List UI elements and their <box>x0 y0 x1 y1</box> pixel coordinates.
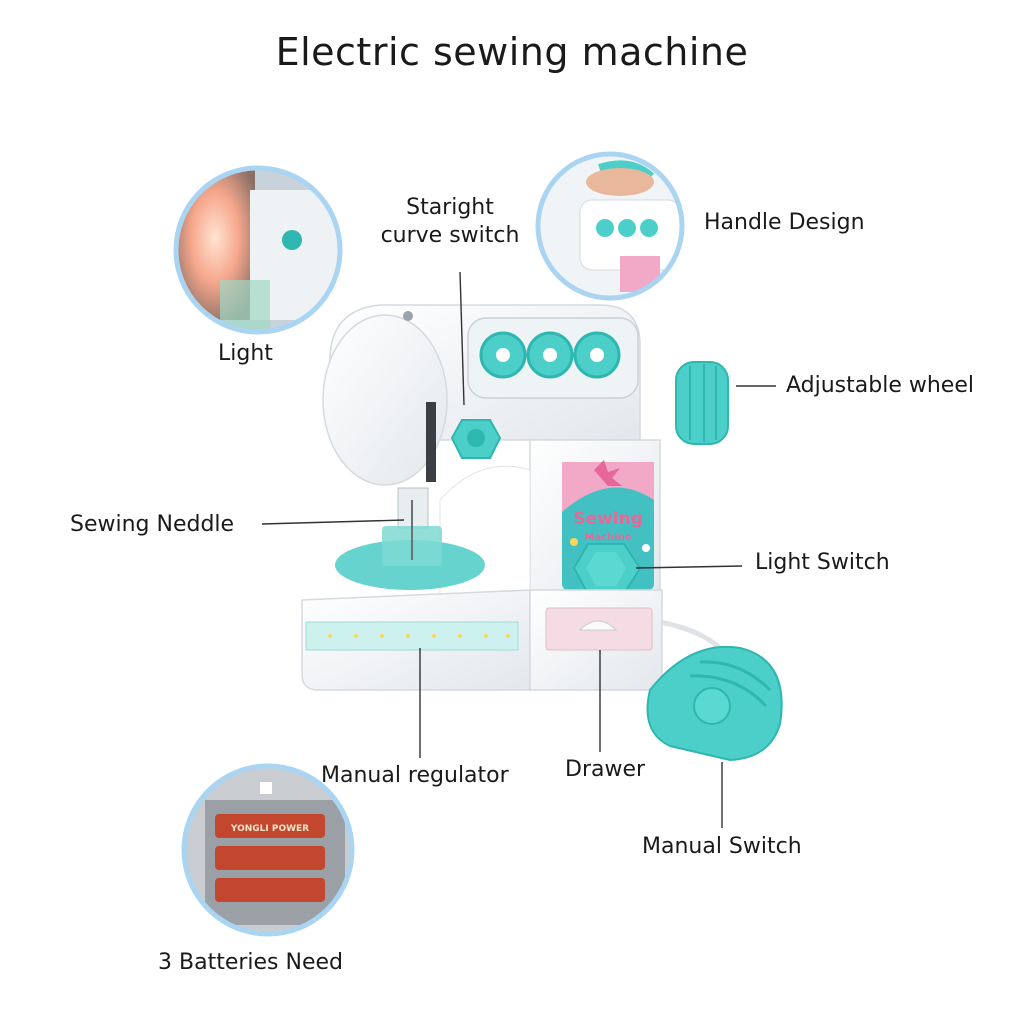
pedal-cable <box>659 619 722 650</box>
label-light: Light <box>218 341 273 366</box>
adjustable-wheel <box>675 361 729 445</box>
straight-curve-switch <box>426 402 502 482</box>
battery-label: YONGLI POWER <box>230 824 309 834</box>
manual-regulator-strip <box>305 621 519 651</box>
leader-light-switch <box>635 565 743 569</box>
label-drawer: Drawer <box>565 757 646 782</box>
decal-line2: Machine <box>584 532 631 543</box>
foot-pedal <box>646 646 783 762</box>
sewing-machine: Sewing Machine <box>301 304 783 762</box>
leader-straight-curve-switch <box>459 271 465 406</box>
head-screw <box>403 311 413 321</box>
label-straight-curve-switch: Staright curve switch <box>380 194 520 249</box>
label-straight-curve-switch-line1: Staright <box>406 195 494 220</box>
label-straight-curve-switch-line2: curve switch <box>380 222 520 248</box>
spools <box>479 331 621 379</box>
leader-lines <box>261 271 776 828</box>
inset-handle <box>535 151 685 301</box>
machine-head <box>322 314 448 486</box>
decal-line1: Sewing <box>573 509 643 529</box>
drawer <box>545 607 653 651</box>
label-sewing-needle: Sewing Neddle <box>70 512 235 537</box>
leader-sewing-needle <box>261 519 405 525</box>
inset-batteries: YONGLI POWER <box>181 763 355 937</box>
label-manual-regulator: Manual regulator <box>321 763 509 788</box>
label-light-switch: Light Switch <box>755 550 890 575</box>
label-batteries: 3 Batteries Need <box>158 950 343 975</box>
needle-assembly <box>382 487 442 566</box>
page-title: Electric sewing machine <box>275 30 749 74</box>
label-adjustable-wheel: Adjustable wheel <box>786 373 974 398</box>
light-switch-knob <box>572 543 642 595</box>
label-manual-switch: Manual Switch <box>642 834 802 859</box>
inset-light <box>173 165 343 335</box>
label-handle-design: Handle Design <box>704 210 865 235</box>
